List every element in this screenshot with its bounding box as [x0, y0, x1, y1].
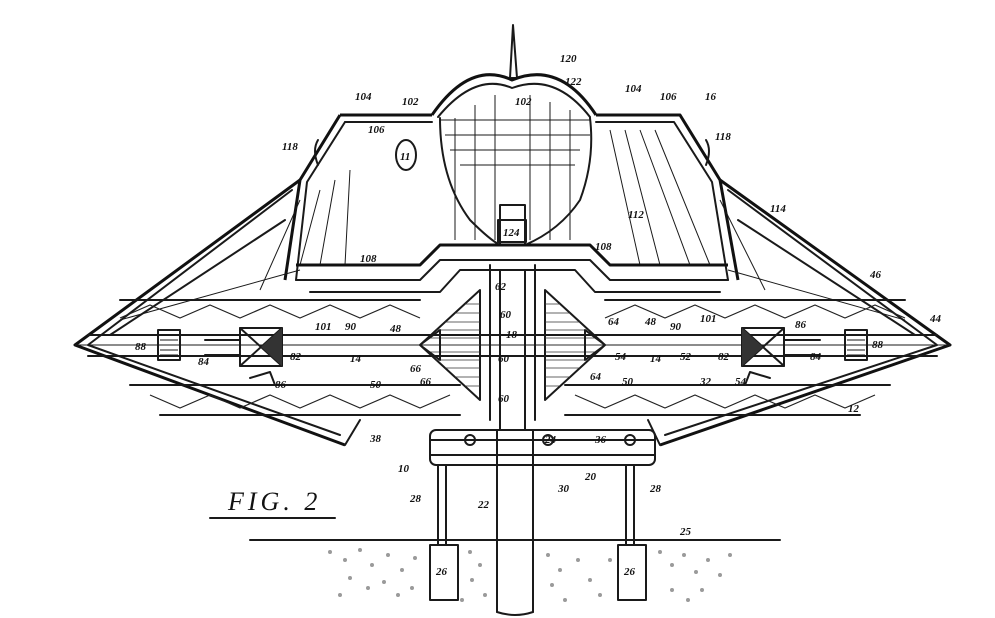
ref-label: 108 [595, 241, 612, 253]
ref-label: 14 [650, 353, 662, 365]
ref-label: 60 [498, 393, 510, 405]
ref-label: 82 [718, 351, 730, 363]
ref-label: 26 [435, 566, 448, 578]
ref-label: 16 [705, 91, 717, 103]
reference-labels: 120 122 104 102 102 104 106 16 106 118 1… [135, 53, 942, 578]
ref-label: 28 [649, 483, 662, 495]
ref-label: 48 [644, 316, 657, 328]
ref-label: 66 [410, 363, 422, 375]
ref-label: 102 [402, 96, 419, 108]
ref-label: 60 [500, 309, 512, 321]
ref-label: 48 [389, 323, 402, 335]
ref-label: 30 [557, 483, 570, 495]
ref-label: 84 [198, 356, 210, 368]
ref-label: 118 [715, 131, 731, 143]
ref-label: 28 [409, 493, 422, 505]
ref-label: 46 [869, 269, 882, 281]
ref-label: 36 [594, 434, 607, 446]
ref-label: 54 [735, 376, 747, 388]
ref-label: 112 [628, 209, 644, 221]
ref-label: 122 [565, 76, 582, 88]
ref-label: 12 [848, 403, 860, 415]
ref-label: 106 [660, 91, 677, 103]
rotor [419, 219, 606, 431]
side-units [157, 327, 868, 386]
ref-label: 24 [544, 434, 557, 446]
ref-label: 64 [590, 371, 602, 383]
ref-label: 20 [584, 471, 597, 483]
ref-label: 104 [355, 91, 372, 103]
ref-label: 118 [282, 141, 298, 153]
ref-label: 50 [622, 376, 634, 388]
ref-label: 124 [503, 227, 520, 239]
ref-label: 52 [680, 351, 692, 363]
ref-label: 120 [560, 53, 577, 65]
ref-label: 64 [608, 316, 620, 328]
ground [249, 539, 781, 602]
saucer-shell [73, 178, 952, 447]
ref-label: 50 [370, 379, 382, 391]
base [429, 429, 656, 616]
ref-label: 60 [498, 353, 510, 365]
ref-label: 88 [135, 341, 147, 353]
ref-label: 14 [350, 353, 362, 365]
cabin [283, 113, 740, 293]
ref-label: 32 [699, 376, 712, 388]
ref-label: 54 [615, 351, 627, 363]
ref-label: 108 [360, 253, 377, 265]
ref-label: 104 [625, 83, 642, 95]
ref-label: 90 [670, 321, 682, 333]
ref-label: 101 [315, 321, 332, 333]
ref-label: 11 [400, 151, 410, 163]
ref-label: 114 [770, 203, 786, 215]
dome [430, 73, 598, 246]
ref-label: 66 [420, 376, 432, 388]
ref-label: 38 [369, 433, 382, 445]
ref-label: 82 [290, 351, 302, 363]
ref-label: 18 [506, 329, 518, 341]
ref-label: 90 [345, 321, 357, 333]
ref-label: 88 [872, 339, 884, 351]
ref-label: 10 [398, 463, 410, 475]
antenna [509, 24, 518, 79]
ref-label: 62 [495, 281, 507, 293]
ref-label: 86 [275, 379, 287, 391]
ref-label: 25 [679, 526, 692, 538]
ref-label: 86 [795, 319, 807, 331]
ref-label: 44 [929, 313, 942, 325]
ref-label: 22 [477, 499, 490, 511]
ref-label: 101 [700, 313, 717, 325]
ref-label: 26 [623, 566, 636, 578]
ref-label: 106 [368, 124, 385, 136]
ref-label: 102 [515, 96, 532, 108]
ref-label: 84 [810, 351, 822, 363]
figure-caption: FIG. 2 [227, 487, 321, 516]
